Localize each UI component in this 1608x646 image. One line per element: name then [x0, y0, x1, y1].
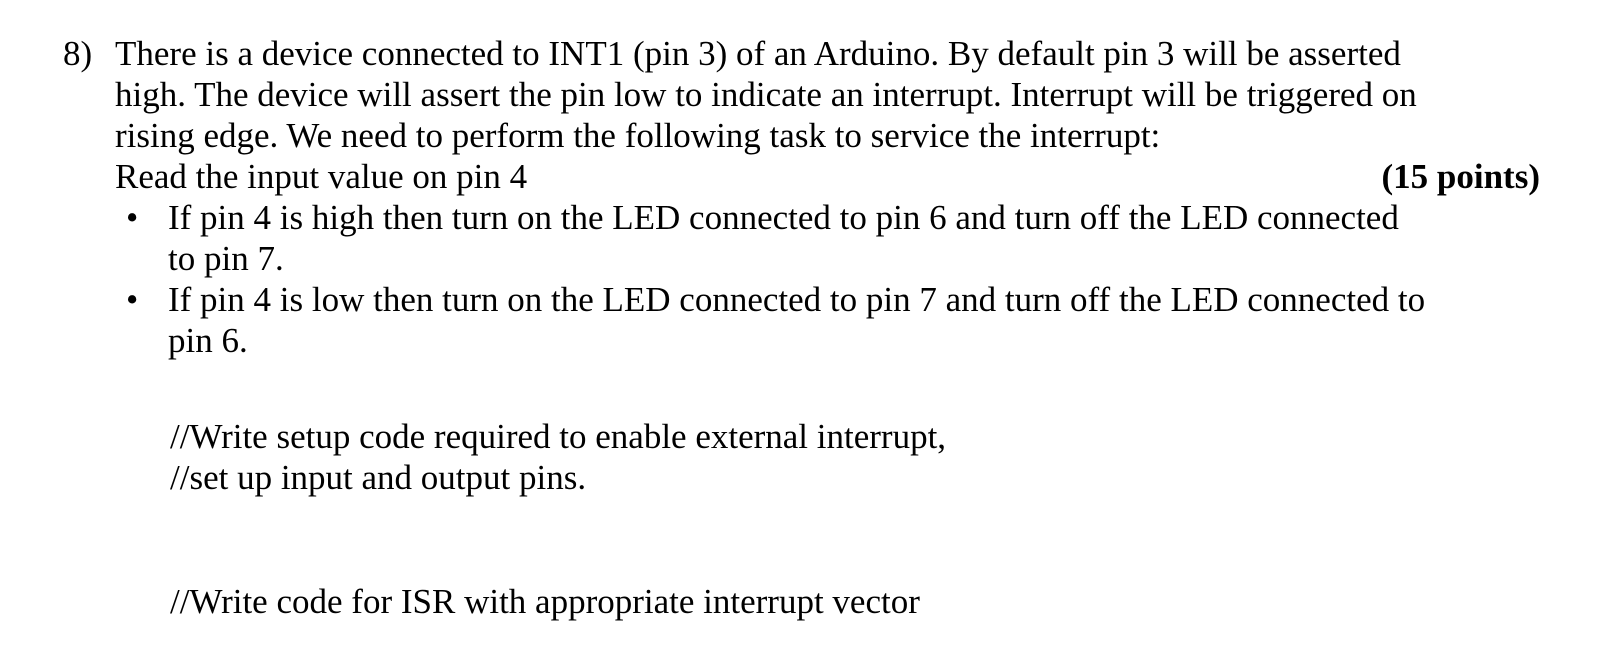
question-paragraph-line: rising edge. We need to perform the foll…	[115, 116, 1161, 155]
question-paragraph-line: There is a device connected to INT1 (pin…	[115, 34, 1401, 73]
isr-comment-block: //Write code for ISR with appropriate in…	[170, 581, 1540, 622]
question-number: 8)	[63, 34, 93, 73]
setup-comment-block: //Write setup code required to enable ex…	[170, 416, 1540, 498]
question-row: 8) There is a device connected to INT1 (…	[0, 33, 1608, 622]
bullet-item: • If pin 4 is low then turn on the LED c…	[115, 279, 1540, 361]
bullet-line: If pin 4 is high then turn on the LED co…	[168, 198, 1399, 237]
question-paragraph-line: high. The device will assert the pin low…	[115, 75, 1417, 114]
comment-line: //set up input and output pins.	[170, 458, 587, 497]
task-text: Read the input value on pin 4	[115, 157, 528, 196]
bullet-line: pin 6.	[168, 321, 248, 360]
bullet-text: If pin 4 is low then turn on the LED con…	[168, 279, 1540, 361]
bullet-item: • If pin 4 is high then turn on the LED …	[115, 197, 1540, 279]
comment-line: //Write code for ISR with appropriate in…	[170, 582, 920, 621]
bullet-line: to pin 7.	[168, 239, 284, 278]
comment-line: //Write setup code required to enable ex…	[170, 417, 947, 456]
bullet-icon: •	[126, 198, 139, 237]
bullet-text: If pin 4 is high then turn on the LED co…	[168, 197, 1540, 279]
task-line: Read the input value on pin 4 (15 points…	[115, 156, 1540, 197]
bullet-line: If pin 4 is low then turn on the LED con…	[168, 280, 1426, 319]
points-label: (15 points)	[1381, 157, 1541, 196]
bullet-icon: •	[126, 280, 139, 319]
question-body: There is a device connected to INT1 (pin…	[115, 33, 1540, 622]
exam-question-document: 8) There is a device connected to INT1 (…	[0, 33, 1608, 622]
bullet-list: • If pin 4 is high then turn on the LED …	[115, 197, 1540, 361]
